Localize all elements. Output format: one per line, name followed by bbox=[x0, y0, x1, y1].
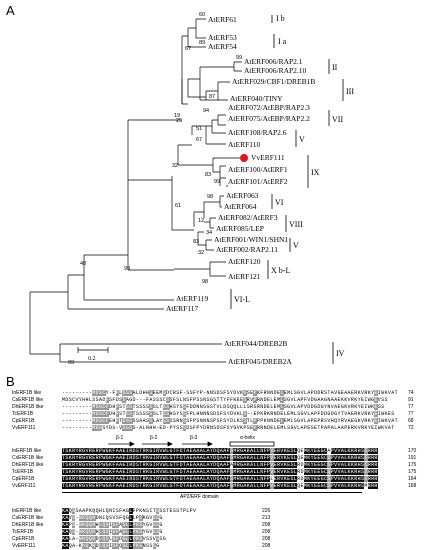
bootstrap-value: 83 bbox=[193, 239, 199, 245]
bootstrap-value: 99 bbox=[124, 266, 130, 272]
leaf-label: AtERF002/RAP2.11 bbox=[216, 245, 278, 254]
bootstrap-value: 98 bbox=[207, 194, 213, 200]
group-label: V bbox=[293, 241, 299, 250]
group-brackets bbox=[230, 15, 344, 364]
leaf-label: AtERF120 bbox=[228, 257, 261, 266]
bootstrap-value: 34 bbox=[206, 230, 212, 236]
domain-label: AP2/ERF domain bbox=[180, 494, 219, 500]
leaf-label: VvERF111 bbox=[251, 153, 285, 162]
beta-1-label: β-1 bbox=[116, 435, 124, 441]
group-label: I b bbox=[276, 14, 285, 23]
bootstrap-value: 99 bbox=[68, 360, 74, 366]
bootstrap-value: 98 bbox=[202, 279, 208, 285]
leaf-label: AtERF064 bbox=[224, 202, 257, 211]
secondary-structure: β-1 β-2 β-3 α-helix bbox=[12, 435, 422, 447]
bootstrap-value: 89 bbox=[199, 40, 205, 46]
bootstrap-value: 32 bbox=[198, 250, 204, 256]
bootstrap-value: 67 bbox=[185, 46, 191, 52]
bootstrap-value: 51 bbox=[196, 126, 202, 132]
group-label: VI-L bbox=[234, 295, 250, 304]
beta-2-label: β-2 bbox=[150, 435, 158, 441]
bootstrap-value: 99 bbox=[214, 179, 220, 185]
tree-branches bbox=[29, 18, 242, 363]
leaf-label: AtERF117 bbox=[166, 304, 198, 313]
group-label: IX bbox=[311, 168, 320, 177]
bootstrap-value: 99 bbox=[236, 55, 242, 61]
phylogenetic-tree bbox=[29, 15, 344, 364]
leaf-label: AtERF53 bbox=[208, 33, 237, 42]
leaf-label: AtERF61 bbox=[208, 15, 237, 24]
bootstrap-value: 19 bbox=[174, 113, 180, 119]
leaf-label: AtERF029/CBF1/DREB1B bbox=[232, 77, 315, 86]
leaf-label: AtERF006/RAP2.10 bbox=[244, 66, 307, 75]
tree-labels: AtERF61 AtERF53 AtERF54 AtERF006/RAP2.1 … bbox=[68, 12, 354, 366]
bootstrap-value: 60 bbox=[199, 12, 205, 18]
bootstrap-value: 48 bbox=[80, 261, 86, 267]
leaf-label: AtERF110 bbox=[228, 140, 260, 149]
leaf-label: AtERF108/RAP2.6 bbox=[228, 128, 287, 137]
group-label: III bbox=[346, 87, 354, 96]
highlight-dot bbox=[240, 154, 248, 162]
bootstrap-value: 32 bbox=[172, 163, 178, 169]
leaf-label: AtERF072/AtEBP/RAP2.3 bbox=[228, 103, 310, 112]
group-label: IV bbox=[336, 349, 345, 358]
alpha-helix-label: α-helix bbox=[240, 435, 255, 441]
leaf-label: AtERF063 bbox=[226, 191, 259, 200]
bootstrap-value: 67 bbox=[196, 137, 202, 143]
bootstrap-value: 25 bbox=[176, 118, 182, 124]
leaf-label: AtERF100/AtERF1 bbox=[228, 165, 288, 174]
leaf-label: AtERF001/WIN1/SHN1 bbox=[214, 235, 288, 244]
group-label: VII bbox=[332, 115, 343, 124]
bootstrap-value: 83 bbox=[205, 172, 211, 178]
leaf-label: AtERF075/AtEBP/RAP2.2 bbox=[228, 114, 310, 123]
leaf-label: AtERF040/TINY bbox=[230, 94, 283, 103]
panel-b-label: B bbox=[6, 374, 15, 389]
bootstrap-value: 12 bbox=[198, 218, 204, 224]
beta-3-label: β-3 bbox=[190, 435, 198, 441]
leaf-label: AtERF119 bbox=[176, 294, 208, 303]
group-label: VIII bbox=[289, 220, 303, 229]
bootstrap-value: 87 bbox=[209, 94, 215, 100]
leaf-label: AtERF54 bbox=[208, 42, 237, 51]
leaf-label: AtERF044/DREB2B bbox=[224, 339, 287, 348]
group-label: II bbox=[332, 63, 338, 72]
leaf-label: AtERF121 bbox=[228, 272, 261, 281]
group-label: V bbox=[299, 135, 305, 144]
leaf-label: AtERF045/DREB2A bbox=[228, 357, 292, 366]
panel-a-label: A bbox=[6, 3, 15, 18]
scale-bar-label: 0.2 bbox=[88, 356, 96, 362]
leaf-label: AtERF101/AtERF2 bbox=[228, 177, 288, 186]
leaf-label: AtERF006/RAP2.1 bbox=[244, 57, 303, 66]
domain-bar bbox=[62, 492, 362, 493]
bootstrap-value: 61 bbox=[175, 203, 181, 209]
bootstrap-value: 94 bbox=[203, 108, 209, 114]
group-label: X b-L bbox=[271, 266, 290, 275]
group-label: VI bbox=[275, 198, 284, 207]
leaf-label: AtERF082/AtERF3 bbox=[218, 213, 278, 222]
leaf-label: AtERF085/LEP bbox=[216, 224, 264, 233]
group-label: I a bbox=[278, 37, 287, 46]
